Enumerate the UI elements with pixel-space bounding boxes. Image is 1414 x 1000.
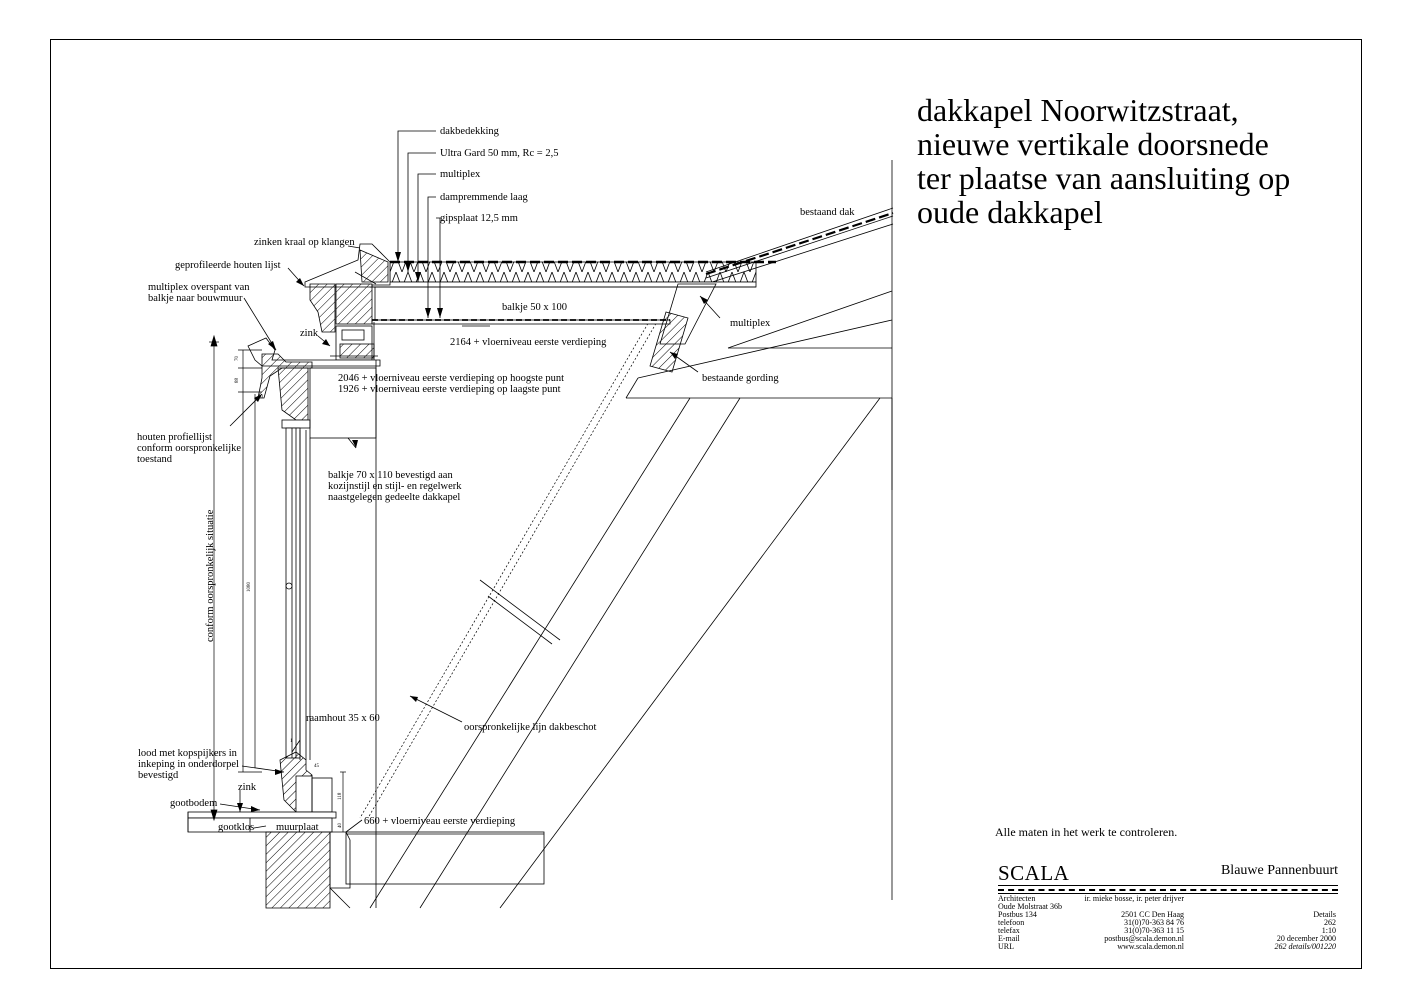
dim-45: 45	[314, 764, 320, 769]
label-balkje-70-2: kozijnstijl en stijl- en regelwerk	[328, 481, 462, 492]
drawing-title: dakkapel Noorwitzstraat, nieuwe vertikal…	[917, 93, 1337, 229]
arrowheads	[237, 252, 708, 812]
label-houten-profiel-2: conform oorspronkelijke	[137, 443, 241, 454]
label-multiplex-right: multiplex	[730, 318, 771, 329]
label-multiplex-top: multiplex	[440, 169, 481, 180]
tb-text: Architecten	[998, 894, 1036, 903]
firm-details-values: ir. mieke bosse, ir. peter drijver 2501 …	[1078, 895, 1184, 951]
label-bestaande-gording: bestaande gording	[702, 373, 779, 384]
tb-text: postbus@scala.demon.nl	[1104, 934, 1184, 943]
title-line: oude dakkapel	[917, 194, 1103, 230]
tb-text: 20 december 2000	[1276, 934, 1336, 943]
tb-text: URL	[998, 942, 1014, 951]
profile-cornice	[247, 337, 381, 908]
title-block: SCALA Blauwe Pannenbuurt Architecten Oud…	[998, 860, 1338, 952]
label-level-1926: 1926 + vloerniveau eerste verdieping op …	[338, 384, 561, 395]
title-line: nieuwe vertikale doorsnede	[917, 126, 1269, 162]
dormer-roof	[369, 260, 776, 373]
project-name: Blauwe Pannenbuurt	[1220, 863, 1338, 878]
label-oorspronkelijke-lijn: oorspronkelijke lijn dakbeschot	[464, 722, 596, 733]
label-bestaand-dak: bestaand dak	[800, 207, 855, 218]
tb-text: 262 details/001220	[1274, 942, 1336, 951]
tb-text: 2501 CC Den Haag	[1121, 910, 1184, 919]
label-dampremmende: dampremmende laag	[440, 192, 529, 203]
tb-text: E-mail	[998, 934, 1020, 943]
original-roof-line	[359, 319, 659, 819]
label-zink-top: zink	[300, 328, 319, 339]
tb-text: telefoon	[998, 918, 1025, 927]
label-gootbodem: gootbodem	[170, 798, 217, 809]
label-muurplaat: muurplaat	[276, 822, 319, 833]
drawing-frame	[50, 39, 1362, 969]
dim-70: 70	[235, 356, 240, 362]
label-dakbedekking: dakbedekking	[440, 126, 500, 137]
dim-40b: 40	[338, 823, 343, 829]
check-note: Alle maten in het werk te controleren.	[995, 825, 1178, 839]
drawing-details: Details 262 1:10 20 december 2000 262 de…	[1274, 895, 1336, 951]
dim-1080: 1080	[247, 582, 252, 593]
tb-text: Postbus 134	[998, 910, 1037, 919]
tb-text: ir. mieke bosse, ir. peter drijver	[1084, 894, 1184, 903]
label-houten-profiel-3: toestand	[137, 454, 173, 465]
label-gootklos: gootklos	[218, 822, 254, 833]
firm-details-labels: Architecten Oude Molstraat 36b Postbus 1…	[998, 895, 1062, 951]
dim-1: 1	[290, 739, 293, 744]
label-lood-1: lood met kopspijkers in	[138, 748, 238, 759]
tb-text: www.scala.demon.nl	[1117, 942, 1184, 951]
cornice-top	[304, 243, 391, 361]
tb-text: Oude Molstraat 36b	[998, 902, 1062, 911]
title-line: ter plaatse van aansluiting op	[917, 160, 1291, 196]
tb-text: 31(0)70-363 11 15	[1124, 926, 1184, 935]
label-geprofileerde: geprofileerde houten lijst	[175, 260, 281, 271]
label-multiplex-overspant-2: balkje naar bouwmuur	[148, 293, 243, 304]
bottom-sill	[187, 751, 545, 909]
label-lood-3: bevestigd	[138, 770, 179, 781]
tb-text: 262	[1324, 918, 1336, 927]
title-block-rule	[998, 885, 1338, 886]
tb-text: 1:10	[1321, 926, 1336, 935]
label-conform-vertical: conform oorspronkelijk situatie	[205, 509, 216, 642]
dim-40a: 40	[258, 395, 264, 400]
title-block-dashed-rule	[998, 889, 1338, 891]
label-multiplex-overspant-1: multiplex overspant van	[148, 282, 250, 293]
label-zink-bottom: zink	[238, 782, 257, 793]
tb-text: Details	[1313, 910, 1336, 919]
title-block-rule	[998, 893, 1338, 894]
tb-text: 31(0)70-363 84 76	[1124, 918, 1184, 927]
label-level-2164: 2164 + vloerniveau eerste verdieping	[450, 337, 607, 348]
firm-name: SCALA	[998, 861, 1070, 885]
tb-text	[1274, 895, 1336, 903]
label-lood-2: inkeping in onderdorpel	[138, 759, 239, 770]
leader-lines	[219, 130, 721, 833]
existing-roof	[369, 160, 894, 909]
label-balkje-70-1: balkje 70 x 110 bevestigd aan	[328, 470, 453, 481]
dim-118: 118	[338, 792, 343, 800]
label-houten-profiel-1: houten profiellijst	[137, 432, 212, 443]
label-ultra-gard: Ultra Gard 50 mm, Rc = 2,5	[440, 148, 558, 159]
label-gipsplaat: gipsplaat 12,5 mm	[440, 213, 518, 224]
label-zinken-kraal: zinken kraal op klangen	[254, 237, 355, 248]
label-balkje-50: balkje 50 x 100	[502, 302, 567, 313]
label-raamhout: raamhout 35 x 60	[306, 713, 380, 724]
label-balkje-70-3: naastgelegen gedeelte dakkapel	[328, 492, 460, 503]
tb-text: telefax	[998, 926, 1020, 935]
title-line: dakkapel Noorwitzstraat,	[917, 92, 1239, 128]
dim-88: 88	[235, 378, 240, 384]
label-level-2046: 2046 + vloerniveau eerste verdieping op …	[338, 373, 564, 384]
dimension-lines	[209, 334, 346, 832]
label-level-660: 660 + vloerniveau eerste verdieping	[364, 816, 516, 827]
